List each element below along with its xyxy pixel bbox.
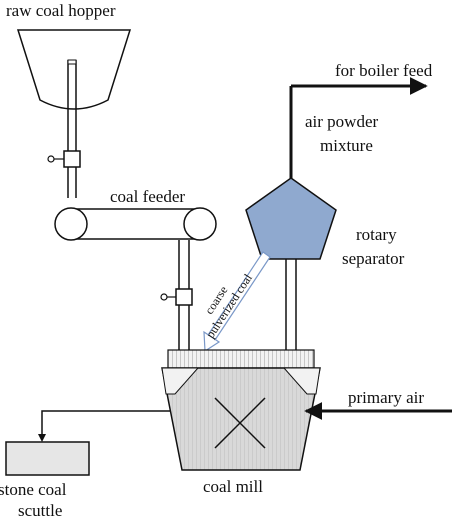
coal-mill-body: [161, 367, 321, 471]
mill-grid: [167, 349, 315, 369]
air-powder-mixture-label-2: mixture: [320, 136, 373, 155]
rotary-separator-label-1: rotary: [356, 225, 397, 244]
stone-coal-line: [41, 410, 170, 436]
for-boiler-feed-label: for boiler feed: [335, 61, 433, 80]
hopper-outlet-cap: [67, 59, 77, 65]
mill-liner-left: [161, 367, 200, 395]
air-powder-mixture-label-1: air powder: [305, 112, 379, 131]
coal-feeder-label: coal feeder: [110, 187, 185, 206]
valve-icon: [160, 288, 193, 306]
stone-coal-scuttle-label-2: scuttle: [18, 501, 62, 520]
primary-air-label: primary air: [348, 388, 424, 407]
mill-cross-icon: [214, 397, 266, 449]
valve-icon: [47, 150, 81, 168]
stone-coal-scuttle-label-1: stone coal: [0, 480, 67, 499]
feeder-pulley-right: [183, 207, 217, 241]
feeder-pulley-left: [54, 207, 88, 241]
mill-liner-right: [282, 367, 321, 395]
rotary-separator-label-2: separator: [342, 249, 405, 268]
coal-mill-label: coal mill: [203, 477, 263, 496]
raw-coal-hopper: [16, 29, 132, 110]
rotary-separator: [245, 177, 337, 260]
stone-coal-scuttle: [5, 441, 90, 476]
coarse-return-arrow: [203, 251, 271, 353]
raw-coal-hopper-label: raw coal hopper: [6, 1, 116, 20]
stone-coal-arrowhead: [38, 434, 46, 442]
coal-feeder: [54, 207, 217, 241]
